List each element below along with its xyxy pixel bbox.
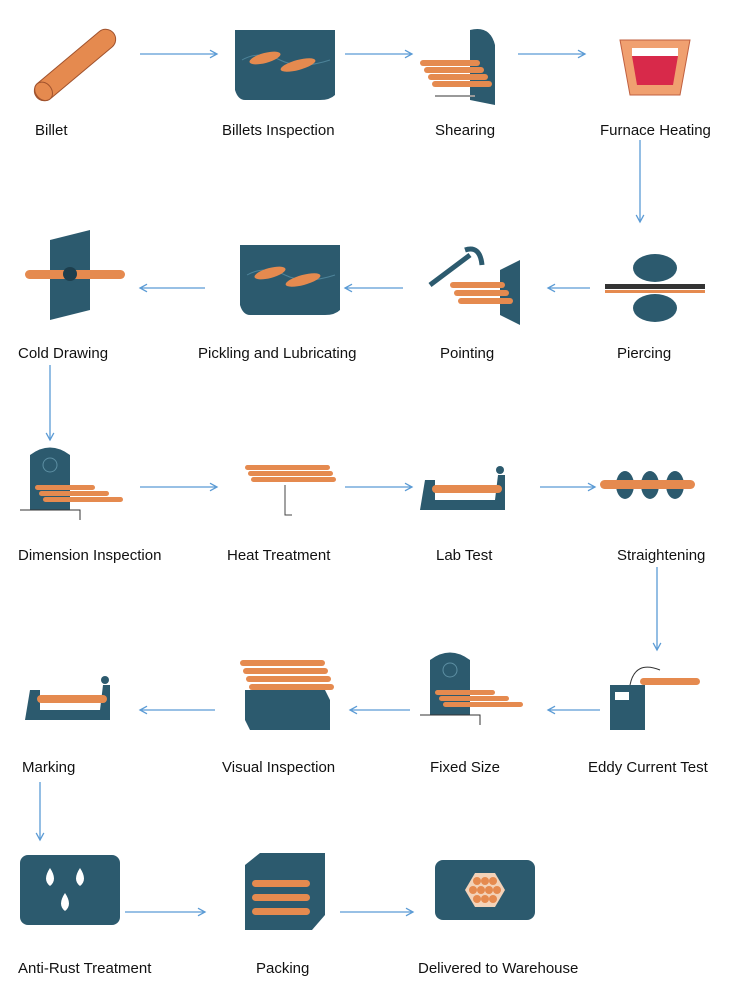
- flow-arrow: [518, 49, 587, 59]
- tester-icon: [610, 666, 700, 730]
- rack-icon: [245, 465, 336, 516]
- step-label: Shearing: [435, 122, 496, 139]
- step-label: Packing: [256, 960, 310, 977]
- bench-icon: [25, 676, 110, 720]
- flow-arrow: [138, 283, 205, 293]
- step-label: Piercing: [617, 345, 672, 362]
- step-label: Straightening: [617, 547, 706, 564]
- rollers-icon: [600, 471, 695, 499]
- flow-arrow: [348, 705, 410, 715]
- flow-arrow: [546, 283, 590, 293]
- furnace-icon: [619, 39, 691, 96]
- piercing-icon: [605, 254, 705, 322]
- flow-arrow: [125, 907, 207, 917]
- step-label: Marking: [22, 759, 76, 776]
- step-label: Billets Inspection: [222, 122, 335, 139]
- step-label: Pickling and Lubricating: [198, 345, 357, 362]
- box-icon: [245, 853, 325, 930]
- hammer-icon: [428, 246, 520, 325]
- shear-icon: [420, 29, 495, 105]
- step-label: Lab Test: [436, 547, 493, 564]
- flow-arrow: [45, 365, 55, 442]
- flow-arrow: [540, 482, 597, 492]
- step-label: Delivered to Warehouse: [418, 960, 579, 977]
- step-label: Dimension Inspection: [18, 547, 162, 564]
- tank-icon: [235, 30, 335, 100]
- machine-icon: [420, 652, 523, 725]
- flow-arrow: [345, 482, 414, 492]
- flow-arrow: [546, 705, 600, 715]
- flow-arrow: [138, 705, 215, 715]
- table-icon: [240, 660, 334, 730]
- machine-icon: [20, 447, 123, 520]
- step-label: Heat Treatment: [227, 547, 331, 564]
- step-label: Billet: [35, 122, 68, 139]
- bench-icon: [420, 466, 505, 510]
- step-label: Furnace Heating: [600, 122, 711, 139]
- flow-arrow: [340, 907, 415, 917]
- flow-arrow: [635, 140, 645, 224]
- droplets-icon: [20, 855, 120, 925]
- flow-arrow: [345, 49, 414, 59]
- step-label: Pointing: [440, 345, 495, 362]
- flow-arrow: [652, 567, 662, 652]
- drawing-die-icon: [25, 230, 125, 320]
- step-label: Visual Inspection: [222, 759, 336, 776]
- step-label: Fixed Size: [430, 759, 501, 776]
- step-label: Anti-Rust Treatment: [18, 960, 152, 977]
- step-label: Cold Drawing: [18, 345, 109, 362]
- flow-arrow: [343, 283, 403, 293]
- flow-arrow: [140, 49, 219, 59]
- bundle-icon: [435, 860, 535, 920]
- flow-arrow: [35, 782, 45, 842]
- tank-icon: [240, 245, 340, 315]
- flow-arrow: [140, 482, 219, 492]
- step-label: Eddy Current Test: [588, 759, 708, 776]
- billet-icon: [33, 28, 117, 102]
